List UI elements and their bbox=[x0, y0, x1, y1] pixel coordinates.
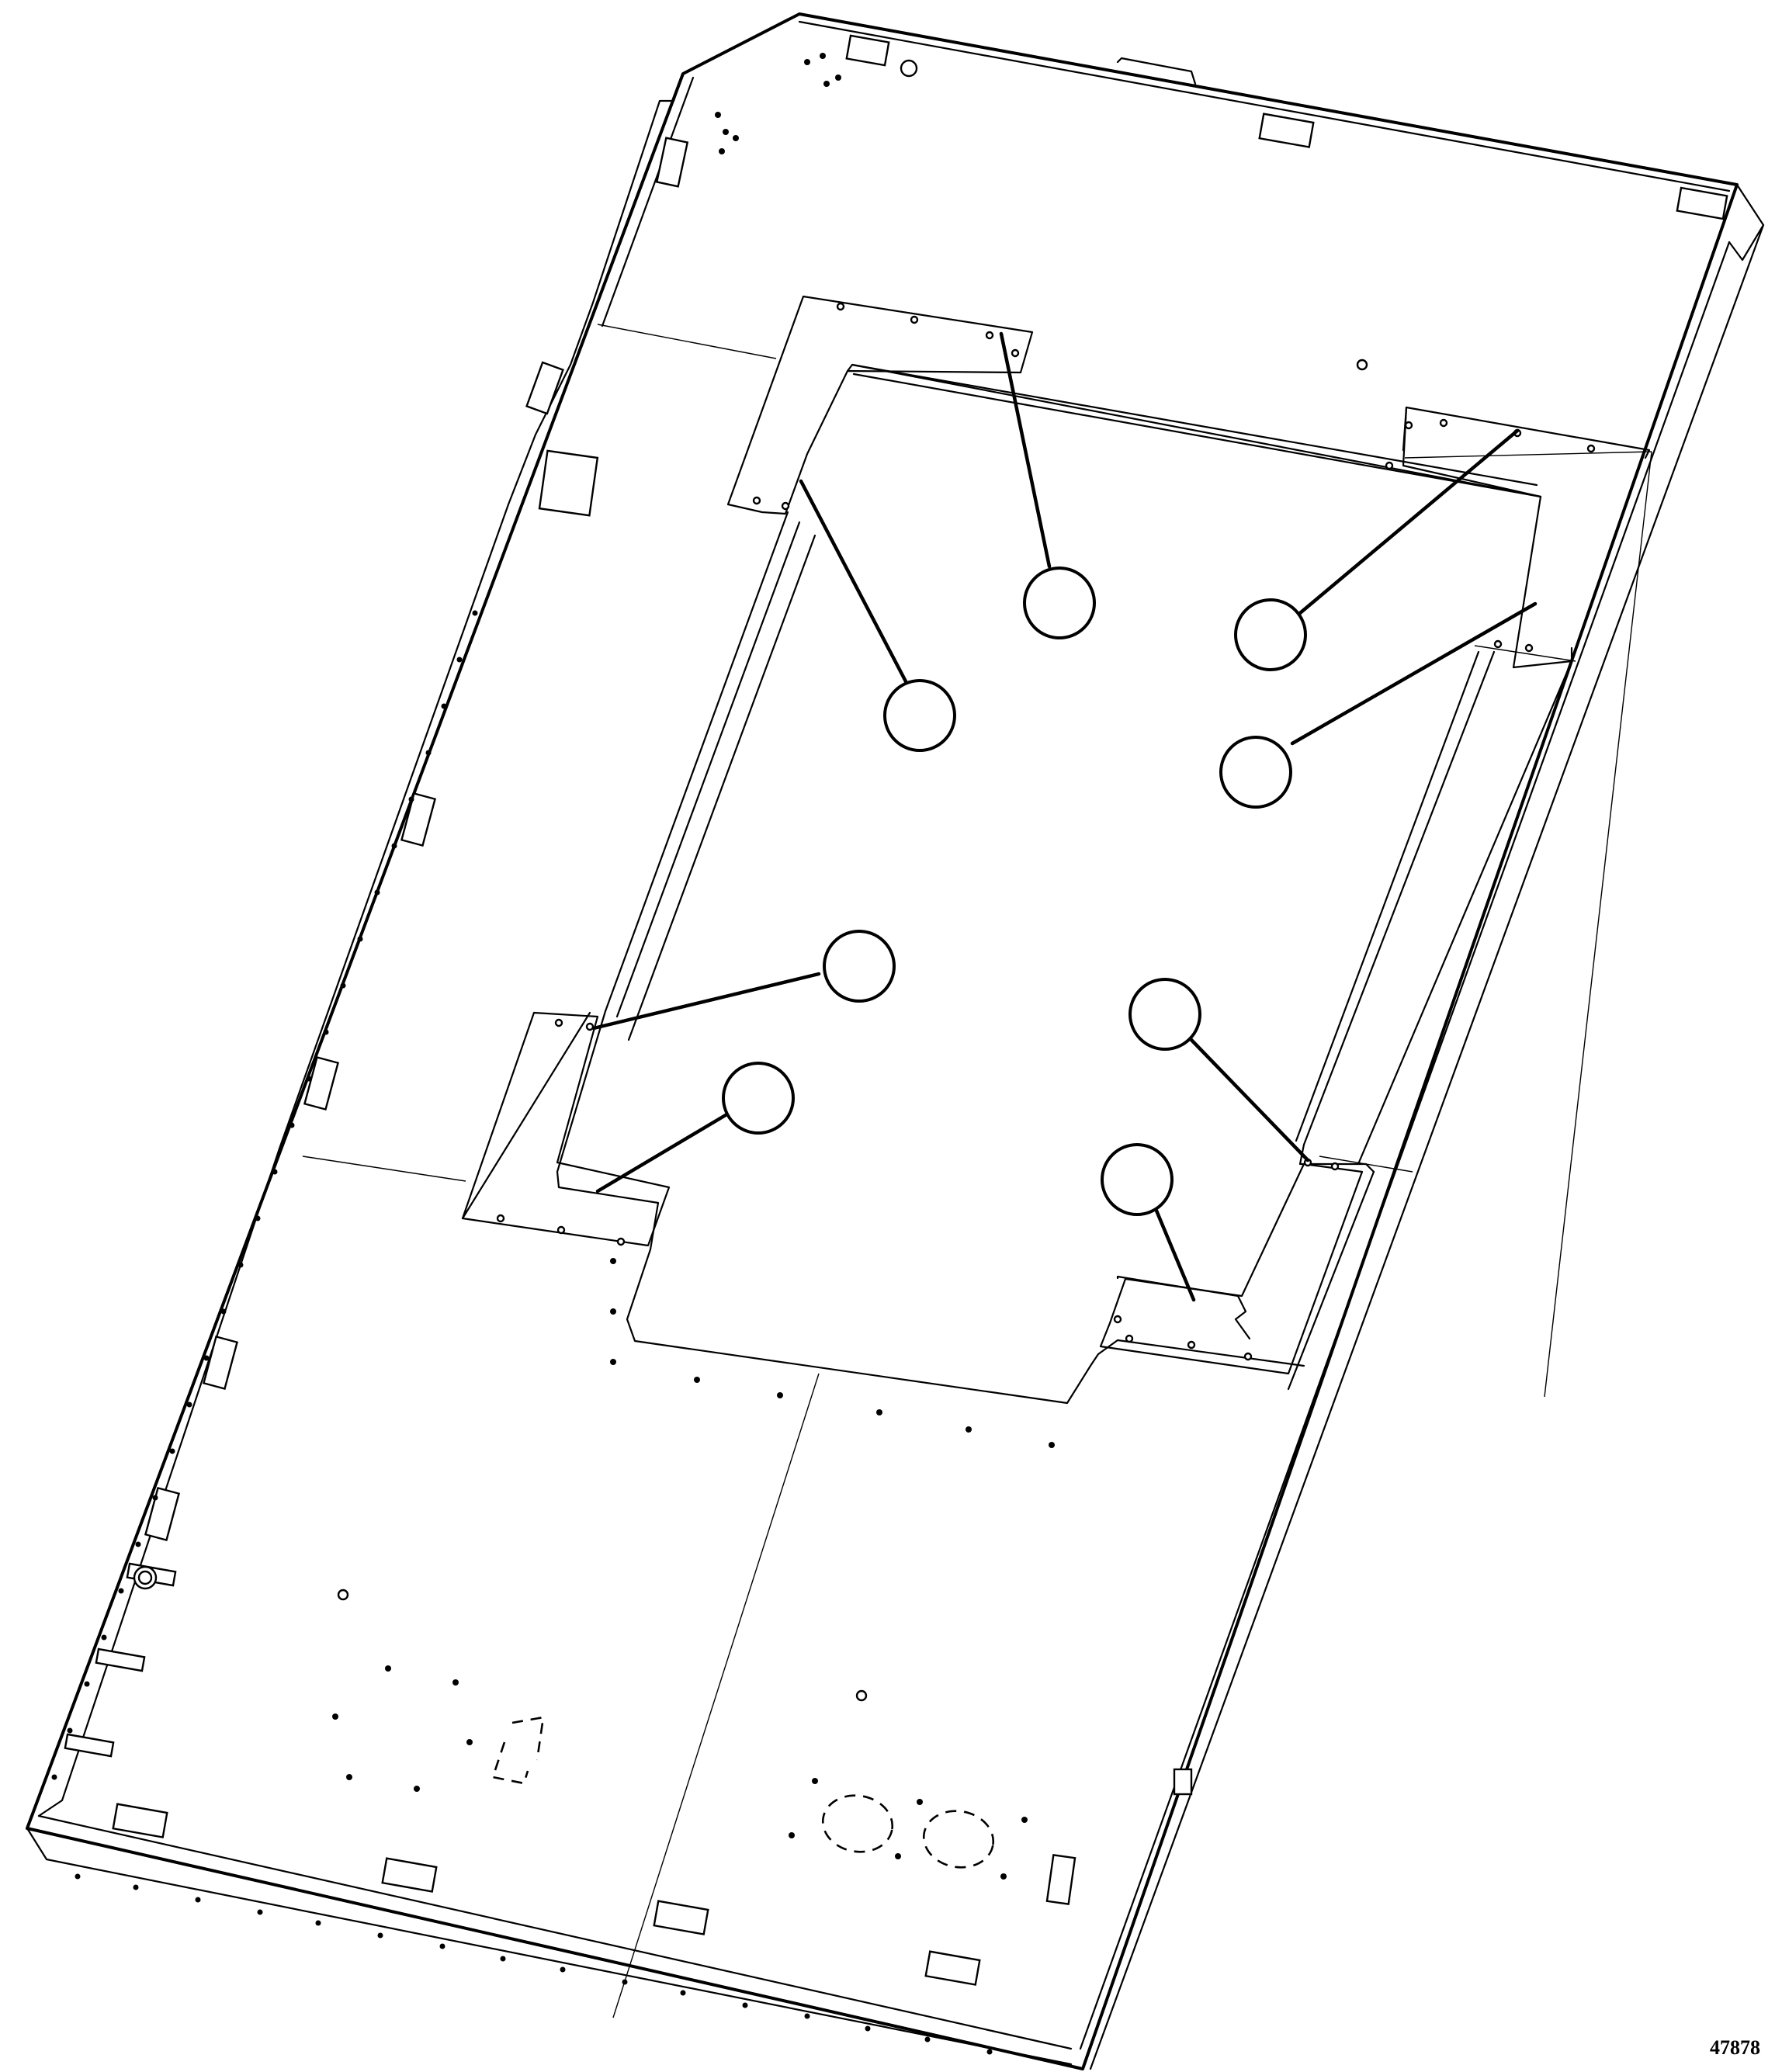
callout-balloon bbox=[1219, 736, 1292, 809]
callout-balloon bbox=[1128, 978, 1201, 1051]
panel-seams bbox=[302, 324, 1652, 2018]
mounting-pads bbox=[64, 34, 1728, 1986]
edge-rivets bbox=[51, 610, 993, 2055]
callout-leaders bbox=[591, 331, 1538, 1302]
panel-outline bbox=[26, 12, 1765, 2070]
drawing-number: 47878 bbox=[1710, 2036, 1760, 2059]
callout-balloon bbox=[722, 1062, 795, 1135]
callout-balloon bbox=[1023, 567, 1096, 639]
center-frame bbox=[461, 295, 1651, 1405]
callout-balloon bbox=[1101, 1143, 1174, 1216]
dashed-cutouts bbox=[491, 1716, 995, 1869]
callout-balloon bbox=[883, 679, 956, 752]
callout-balloon bbox=[823, 930, 896, 1003]
callout-balloons bbox=[722, 567, 1307, 1216]
screw-dots bbox=[332, 53, 1055, 1880]
callout-balloon bbox=[1234, 598, 1307, 671]
fastener-holes bbox=[133, 59, 1596, 1702]
